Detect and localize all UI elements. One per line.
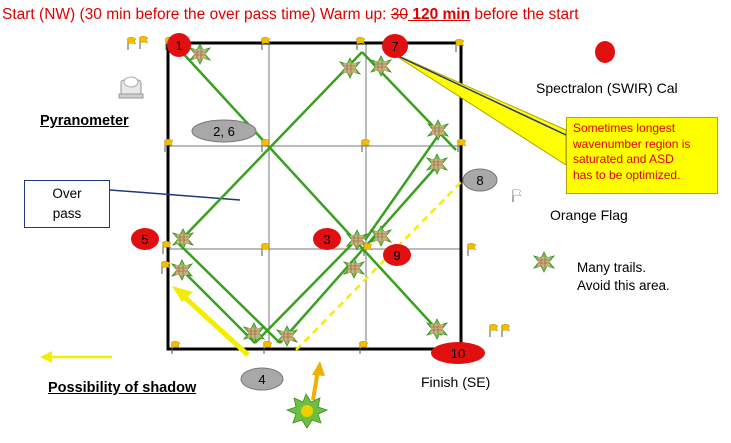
route-lines [177,49,457,344]
svg-text:8: 8 [476,173,483,188]
trail-legend-icon [533,251,555,273]
callout-line-2: wavenumber region is [573,136,691,151]
callout-line-4: has to be optimized. [573,167,681,182]
svg-text:10: 10 [451,346,465,361]
spectralon-label: Spectralon (SWIR) Cal [536,80,678,96]
callout-line-3: saturated and ASD [573,152,674,166]
marker-4: 4 [240,367,284,391]
callout-note: Sometimes longest wavenumber region is s… [566,117,718,194]
callout-line-1: Sometimes longest [573,121,676,135]
svg-text:5: 5 [141,232,148,247]
start-instructions: Start (NW) (30 min before the over pass … [2,6,730,24]
svg-text:9: 9 [393,248,400,263]
header-text-2: before the start [470,6,579,23]
overpass-line-2: pass [52,206,82,221]
overpass-line-1: Over [52,186,82,201]
finish-label: Finish (SE) [421,374,491,390]
marker-3: 3 [313,228,341,250]
header-struck-value: 30 [390,6,409,23]
spectralon-icon [595,41,615,63]
trails-legend: Many trails. Avoid this area. [577,259,670,295]
overpass-label-box: Over pass [24,180,110,228]
svg-text:1: 1 [175,38,182,53]
dashed-path [295,174,469,351]
pyranometer-icon [118,76,144,99]
svg-text:2, 6: 2, 6 [213,124,235,139]
header-bold-value: 120 min [408,6,471,23]
marker-1: 1 [167,33,191,57]
shadow-arrows [40,286,325,401]
svg-text:4: 4 [258,372,265,387]
marker-2-6: 2, 6 [191,119,257,143]
overpass-pointer [109,189,241,201]
site-boundary [166,41,463,351]
marker-10: 10 [431,342,485,364]
grid-lines [168,43,461,349]
pyranometer-label: Pyranometer [40,113,129,129]
marker-8: 8 [462,168,498,192]
svg-text:7: 7 [391,39,398,54]
orange-flag-label: Orange Flag [550,207,628,223]
header-text-1: Start (NW) (30 min before the over pass … [2,6,391,23]
trails-line-1: Many trails. [577,260,647,275]
sun-icon [285,393,329,429]
marker-9: 9 [383,244,411,266]
shadow-label: Possibility of shadow [48,380,197,396]
svg-text:3: 3 [323,232,330,247]
marker-7: 7 [382,34,408,58]
marker-5: 5 [131,228,159,250]
trails-line-2: Avoid this area. [577,278,670,293]
